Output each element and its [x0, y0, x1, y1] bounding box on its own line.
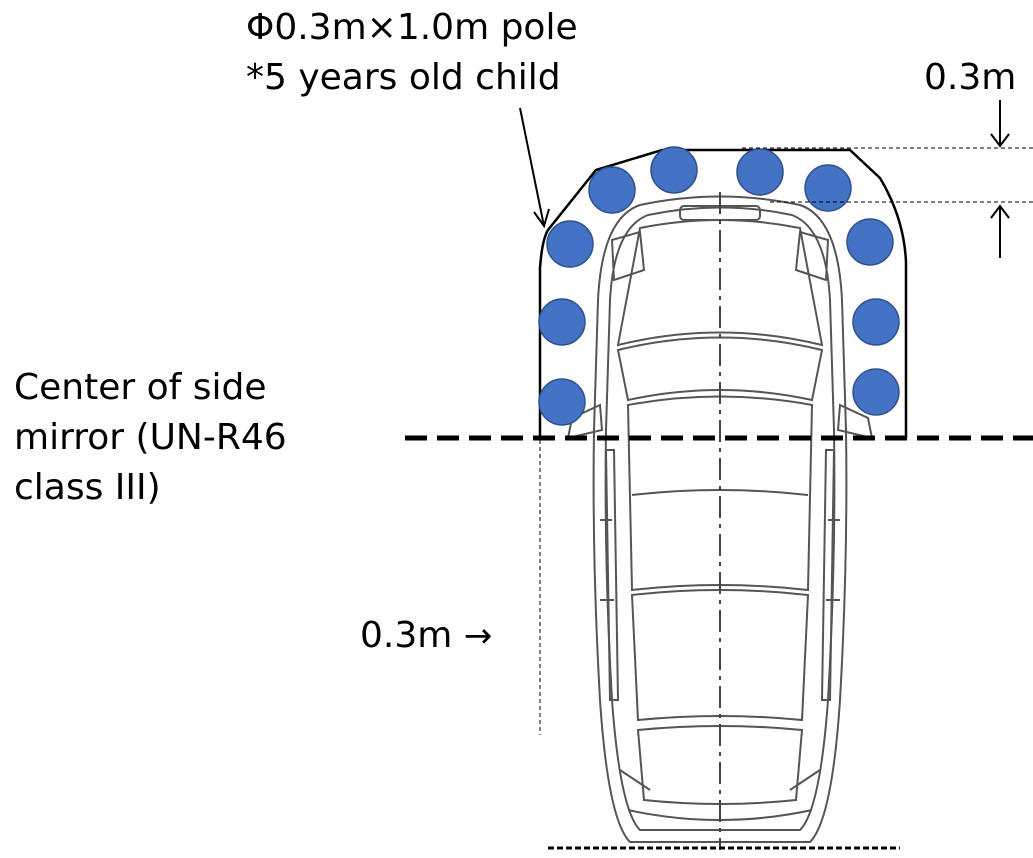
pole-marker: [650, 146, 698, 194]
car-top-view: [566, 195, 874, 843]
pole-marker: [538, 298, 586, 346]
detection-boundary: [538, 148, 908, 438]
pole-group: [538, 146, 900, 426]
top-gap-label: 0.3m: [924, 57, 1017, 98]
side-gap-label: 0.3m →: [360, 614, 492, 658]
car-roof-divider: [631, 489, 809, 496]
pole-marker: [736, 148, 784, 196]
pole-label-line2: *5 years old child: [246, 57, 561, 98]
car-left-windows: [600, 449, 620, 701]
pole-marker: [538, 378, 586, 426]
mirror-label-line2: mirror (UN-R46: [14, 417, 287, 458]
side-gap-arrow-icon: →: [463, 616, 493, 656]
side-gap-value: 0.3m: [360, 615, 453, 656]
pole-label-line1: Φ0.3m×1.0m pole: [246, 7, 578, 48]
car-trunk: [636, 725, 804, 805]
pole-marker: [852, 298, 900, 346]
top-gap-down-arrow: [990, 100, 1010, 148]
car-rear-window: [630, 589, 810, 722]
car-windshield: [616, 336, 824, 402]
car-right-headlight: [794, 230, 830, 282]
car-left-headlight: [610, 230, 646, 282]
pole-leader-arrow: [519, 107, 550, 229]
pole-marker: [588, 166, 636, 214]
mirror-label-line3: class III): [14, 467, 161, 508]
pole-marker: [804, 164, 852, 212]
pole-marker: [846, 218, 894, 266]
pole-marker: [852, 368, 900, 416]
car-body-outline: [592, 195, 848, 843]
pole-marker: [546, 220, 594, 268]
top-gap-up-arrow: [990, 204, 1010, 258]
car-rear-lights: [619, 769, 821, 791]
mirror-label-line1: Center of side: [14, 367, 267, 408]
car-roof: [626, 395, 814, 592]
car-right-windows: [820, 449, 840, 701]
